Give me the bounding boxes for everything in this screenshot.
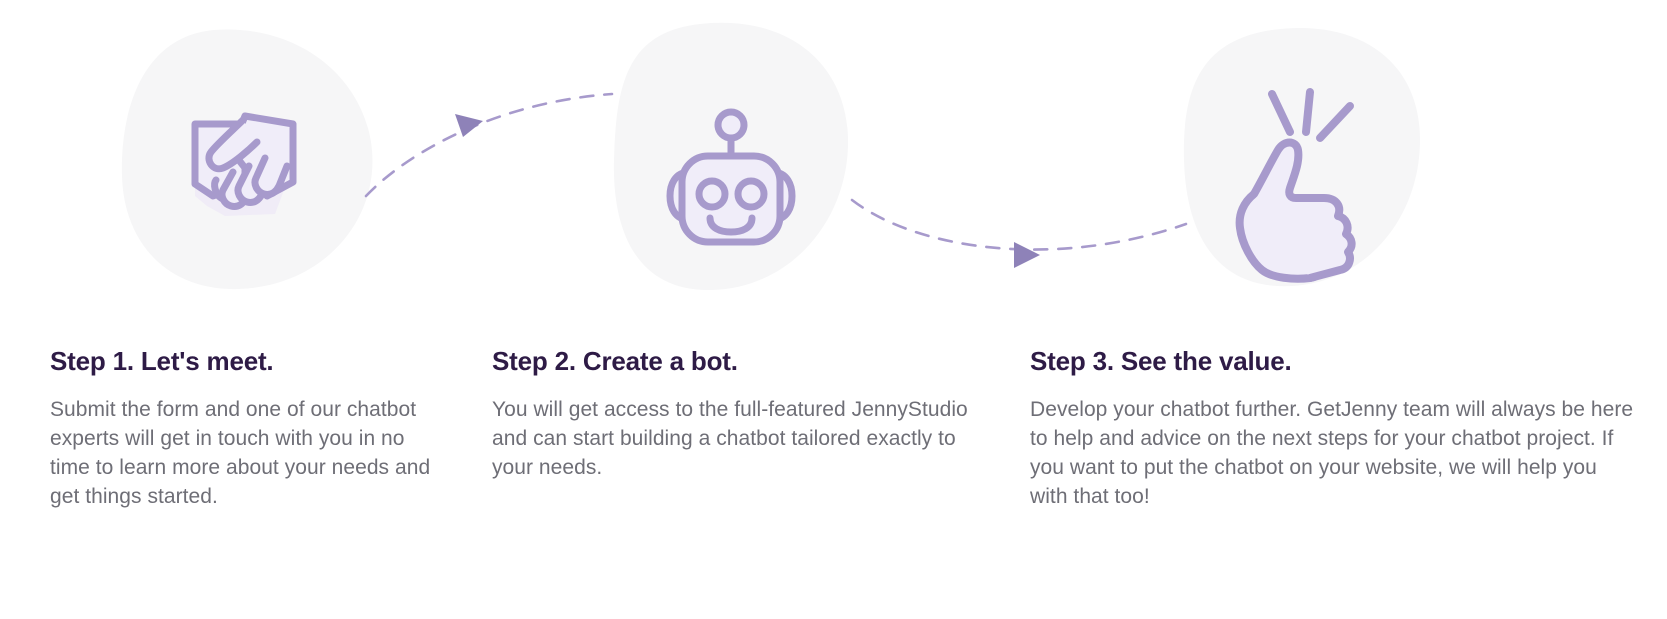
connector-arrow-2: [850, 198, 1188, 268]
connector-arrow-1: [364, 92, 614, 198]
step-column-2: Step 2. Create a bot. You will get acces…: [490, 345, 1030, 482]
step-2-title: Step 2. Create a bot.: [492, 346, 738, 376]
steps-columns: Step 1. Let's meet. Submit the form and …: [0, 345, 1667, 511]
steps-illustration: [191, 88, 1356, 283]
step-column-1: Step 1. Let's meet. Submit the form and …: [0, 345, 490, 511]
step-2-body: You will get access to the full-featured…: [492, 398, 968, 479]
step-3-body: Develop your chatbot further. GetJenny t…: [1030, 398, 1634, 508]
step-column-3: Step 3. See the value. Develop your chat…: [1030, 345, 1667, 511]
robot-icon: [666, 108, 796, 246]
step-1-body: Submit the form and one of our chatbot e…: [50, 398, 431, 508]
handshake-icon: [191, 112, 297, 216]
step-3-title: Step 3. See the value.: [1030, 346, 1292, 376]
thumbs-up-icon: [1235, 88, 1356, 283]
step-1-title: Step 1. Let's meet.: [50, 346, 274, 376]
